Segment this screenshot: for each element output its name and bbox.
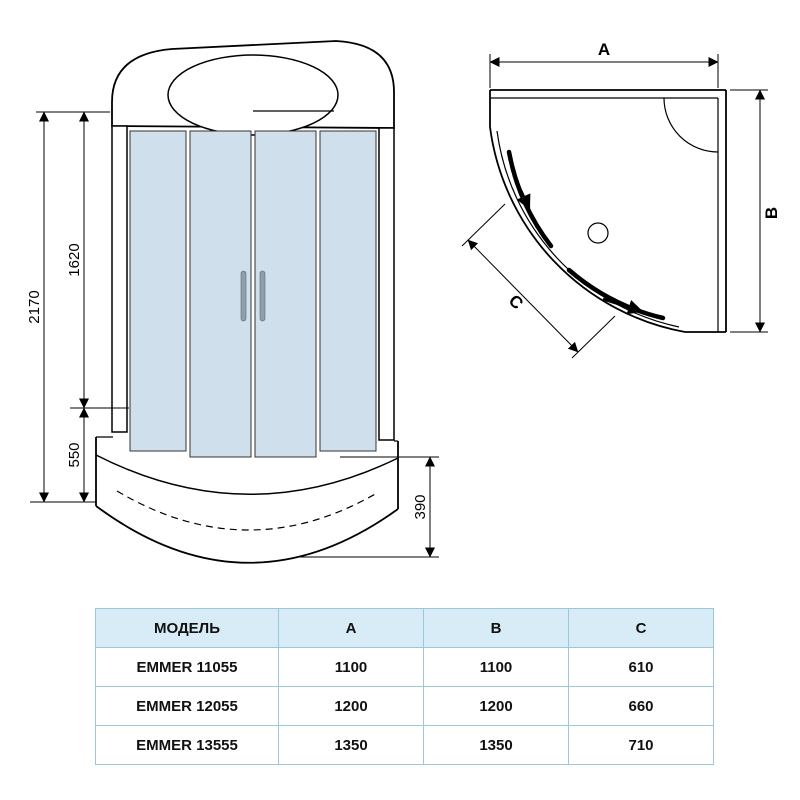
technical-drawing: 2170 1620 550 390 A B: [26, 40, 781, 564]
table-row: EMMER 12055 1200 1200 660: [95, 686, 714, 726]
top-view-drawing: A B C: [461, 40, 781, 359]
dim-a-cell: 1350: [278, 725, 424, 765]
table-row: EMMER 13555 1350 1350 710: [95, 725, 714, 765]
sliding-door-arc-lower: [566, 267, 666, 321]
model-name-cell: EMMER 12055: [95, 686, 279, 726]
roof-dome: [167, 54, 339, 136]
dim-glass-height-label: 1620: [66, 243, 83, 276]
dim-b-cell: 1350: [423, 725, 569, 765]
dim-total-height-label: 2170: [26, 290, 43, 323]
ext-line-c-upper: [461, 203, 506, 247]
drain-circle: [587, 222, 609, 244]
col-header-model: МОДЕЛЬ: [95, 608, 279, 648]
door-handle-left: [240, 270, 247, 322]
tray-rim-curve: [95, 454, 399, 495]
left-frame-profile: [111, 125, 128, 433]
model-name-cell: EMMER 11055: [95, 647, 279, 687]
dim-c-label: C: [505, 291, 527, 313]
glass-panel-right: [319, 130, 377, 452]
dim-b-label: B: [762, 207, 781, 219]
tray-bottom-curve: [95, 505, 399, 564]
table-header-row: МОДЕЛЬ A B C: [95, 608, 714, 648]
door-direction-arrow-lower: [602, 297, 644, 315]
model-name-cell: EMMER 13555: [95, 725, 279, 765]
col-header-a: A: [278, 608, 424, 648]
corner-shelf-arc: [663, 97, 719, 153]
dim-line-c: [467, 239, 579, 353]
dim-tray-depth-label: 390: [412, 494, 429, 519]
dim-a-cell: 1100: [278, 647, 424, 687]
tray-inner-curve-dashed: [116, 490, 378, 531]
dim-c-cell: 710: [568, 725, 714, 765]
door-handle-right: [259, 270, 266, 322]
dim-a-label: A: [598, 40, 610, 59]
spec-table: МОДЕЛЬ A B C EMMER 11055 1100 1100 610 E…: [95, 608, 714, 765]
ext-line-c-lower: [571, 315, 616, 359]
dim-a-cell: 1200: [278, 686, 424, 726]
col-header-b: B: [423, 608, 569, 648]
right-frame-profile: [378, 127, 395, 441]
dim-tray-height-label: 550: [66, 442, 83, 467]
dim-b-cell: 1200: [423, 686, 569, 726]
dim-b-cell: 1100: [423, 647, 569, 687]
table-row: EMMER 11055 1100 1100 610: [95, 647, 714, 687]
dim-c-cell: 660: [568, 686, 714, 726]
col-header-c: C: [568, 608, 714, 648]
door-direction-arrow-upper: [512, 175, 531, 211]
dim-c-cell: 610: [568, 647, 714, 687]
front-view-drawing: 2170 1620 550 390: [26, 40, 439, 564]
glass-panel-left: [129, 130, 187, 452]
